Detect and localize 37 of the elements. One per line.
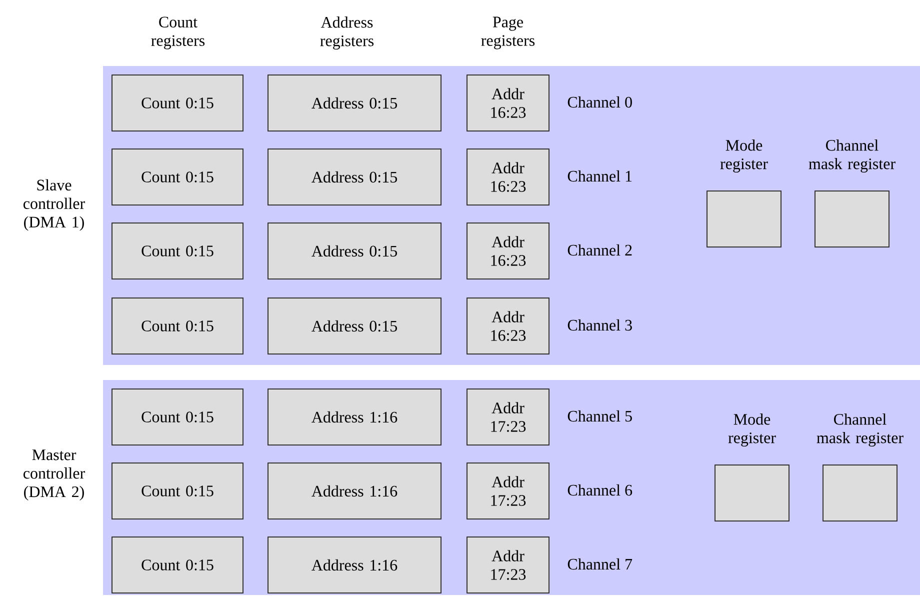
- register-box: Address 1:16: [268, 462, 442, 520]
- register-box: Address 1:16: [268, 388, 442, 446]
- register-box: Address 0:15: [268, 298, 442, 354]
- channel-label: Channel 2: [568, 244, 632, 256]
- register-box: Count 0:15: [112, 536, 244, 594]
- channel-label: Channel 1: [568, 170, 632, 182]
- channel-label: Channel 6: [568, 484, 632, 496]
- register-heading: Channel mask register: [816, 413, 904, 447]
- register-box: Count 0:15: [112, 148, 244, 206]
- controller-label: Slave controller (DMA 1): [24, 179, 85, 231]
- register-heading: Mode register: [720, 139, 768, 173]
- channel-label: Channel 3: [568, 319, 632, 331]
- register-box: Addr 16:23: [466, 298, 550, 354]
- register-box: Count 0:15: [112, 74, 244, 132]
- register-box: Addr 17:23: [466, 462, 550, 520]
- controller-label: Master controller (DMA 2): [24, 450, 85, 500]
- register-heading: Channel mask register: [808, 139, 896, 173]
- column-heading: Count registers: [151, 16, 205, 50]
- register-box: Address 1:16: [268, 536, 442, 594]
- register-box: Count 0:15: [112, 298, 244, 354]
- register-box: Address 0:15: [268, 222, 442, 280]
- register-heading: Mode register: [728, 413, 776, 447]
- register-box: Count 0:15: [112, 222, 244, 280]
- register-box: Addr 16:23: [466, 74, 550, 132]
- column-heading: Address registers: [320, 16, 374, 50]
- channel-label: Channel 5: [568, 410, 632, 422]
- register-box: Addr 17:23: [466, 536, 550, 594]
- register-box: Addr 16:23: [466, 222, 550, 280]
- register-box: Count 0:15: [112, 388, 244, 446]
- register-box: Address 0:15: [268, 148, 442, 206]
- column-heading: Page registers: [481, 16, 535, 50]
- register-box: Addr 16:23: [466, 148, 550, 206]
- register-box: Count 0:15: [112, 462, 244, 520]
- channel-label: Channel 0: [568, 96, 632, 108]
- register-box: Addr 17:23: [466, 388, 550, 446]
- register-box: Address 0:15: [268, 74, 442, 132]
- channel-label: Channel 7: [568, 558, 632, 570]
